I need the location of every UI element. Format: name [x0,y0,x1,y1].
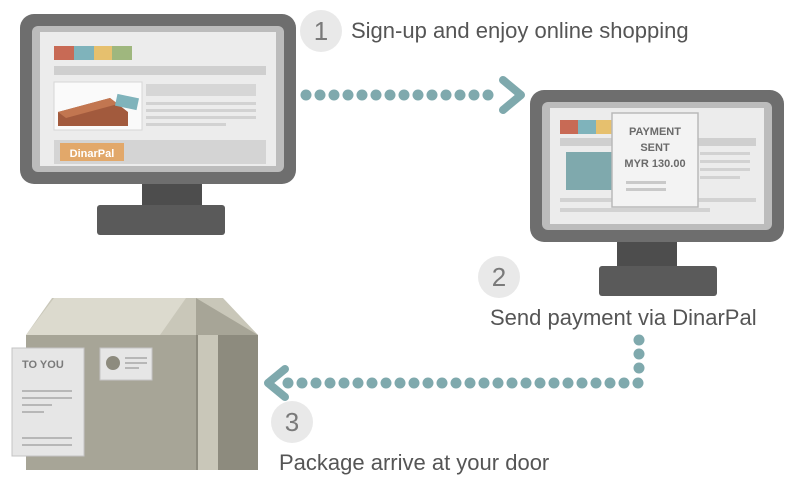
connector-dot [520,377,532,389]
payment-line1: PAYMENT [629,126,681,138]
package-box: TO YOU [11,298,258,470]
connector-dot [590,377,602,389]
price-tag-icon [114,93,140,111]
connector-dot [492,377,504,389]
connector-dot [450,377,462,389]
connector-dot [324,377,336,389]
connector-dot [454,89,466,101]
connector-dot [296,377,308,389]
connector-dot [342,89,354,101]
dinarpal-button[interactable] [60,143,124,161]
step-1-number: 1 [300,10,342,52]
step-2-text: Send payment via DinarPal [490,305,757,330]
connector-dot [482,89,494,101]
connector-dot [408,377,420,389]
connector-dot [506,377,518,389]
connector-dot [618,377,630,389]
payment-line2: SENT [640,142,670,154]
connector-dot [633,348,645,360]
connector-dot [352,377,364,389]
connector-dot [328,89,340,101]
connector-dot [468,89,480,101]
connector-dot [548,377,560,389]
connector-dot [464,377,476,389]
chevron-right-icon [499,76,525,114]
payment-receipt [611,112,699,208]
connector-dot [422,377,434,389]
connector-dot [398,89,410,101]
monitor-2: PAYMENT SENT MYR 130.00 [530,90,784,296]
dinarpal-button-label: DinarPal [70,148,115,160]
monitor-2-base [599,266,717,296]
payment-amount: MYR 130.00 [624,158,685,170]
connector-dot [394,377,406,389]
connector-dot [562,377,574,389]
connector-dot [604,377,616,389]
connector-dot [633,362,645,374]
step-1: 1 Sign-up and enjoy online shopping [300,10,689,52]
connector-dot [412,89,424,101]
arrow-step2 [282,334,645,389]
stamp-icon [106,356,120,370]
connector-dot [633,334,645,346]
shipping-label-text: TO YOU [22,359,64,371]
connector-dot [314,89,326,101]
connector-dot [356,89,368,101]
connector-dot [338,377,350,389]
connector-dot [576,377,588,389]
step-3-text: Package arrive at your door [279,450,550,475]
connector-dot [426,89,438,101]
connector-dot [380,377,392,389]
monitor-1-base [97,205,225,235]
step-1-text: Sign-up and enjoy online shopping [351,18,689,43]
connector-dot [370,89,382,101]
monitor-1: DinarPal [20,14,296,235]
connector-dot [436,377,448,389]
connector-dot [440,89,452,101]
connector-dot [478,377,490,389]
connector-dot [300,89,312,101]
step-3-number: 3 [271,401,313,443]
connector-dot [384,89,396,101]
connector-dot [366,377,378,389]
box-tape [198,335,218,470]
connector-dot [282,377,294,389]
step-2-number: 2 [478,256,520,298]
connector-dot [632,377,644,389]
connector-dot [534,377,546,389]
chevron-left-icon [264,365,289,401]
connector-dot [310,377,322,389]
arrow-step1 [300,89,494,101]
